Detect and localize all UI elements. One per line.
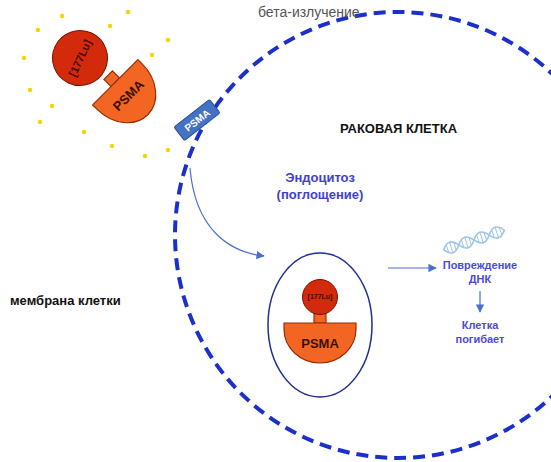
ligand-body	[93, 60, 171, 138]
outcome-label: Клетка погибает	[445, 318, 515, 347]
dna-rung	[477, 235, 479, 243]
beta-dot	[50, 104, 54, 108]
cell-membrane	[173, 10, 551, 460]
linker-stem	[314, 313, 326, 323]
dna-rung	[454, 242, 456, 250]
dna-rung	[480, 232, 484, 243]
beta-dot	[110, 144, 114, 148]
dna-rung	[446, 245, 448, 253]
dna-rung	[465, 237, 469, 248]
membrane-label: мембрана клетки	[10, 293, 170, 310]
dna-rung	[449, 242, 453, 253]
membrane-outline	[175, 12, 551, 458]
node-label: РАКОВАЯ КЛЕТКА	[340, 122, 457, 136]
dna-rung	[499, 228, 501, 236]
beta-dot	[38, 120, 42, 124]
beta-dot	[166, 148, 170, 152]
beta-dot	[22, 56, 26, 60]
endosome-vesicle	[268, 253, 372, 397]
beta-dot	[82, 130, 86, 134]
dna-rung	[461, 240, 463, 248]
dna-rung	[492, 230, 494, 238]
dna-rung	[495, 227, 499, 238]
node-label: PSMA	[182, 107, 212, 133]
node-label: [177Lu]	[66, 38, 93, 79]
endocytosis-arrow	[190, 168, 264, 256]
ligand-body	[284, 323, 356, 363]
dna-strand	[442, 225, 506, 255]
beta-dot	[60, 14, 64, 18]
dna-rung	[469, 237, 471, 245]
process-label: Эндоцитоз (поглощение)	[265, 170, 375, 204]
radiation-label: бета-излучение	[258, 3, 418, 21]
damage-arrow	[388, 267, 436, 268]
dna-helix	[442, 224, 507, 255]
beta-dot	[28, 88, 32, 92]
beta-dot	[126, 10, 130, 14]
dna-rung	[484, 232, 486, 240]
node-label: [177Lu]	[308, 293, 333, 301]
node-label: PSMA	[284, 337, 356, 351]
beta-particles	[22, 10, 170, 158]
cancer-cell: РАКОВАЯ КЛЕТКА [177Lu] PSMA	[173, 10, 551, 460]
death-arrow	[479, 291, 480, 312]
beta-dot	[108, 24, 112, 28]
dna-rungs	[446, 226, 503, 255]
psma-ligand-shape: PSMA	[284, 313, 356, 363]
beta-dot	[166, 38, 170, 42]
beta-dot	[143, 154, 147, 158]
isotope-circle: [177Lu]	[302, 279, 338, 315]
beta-dot	[150, 53, 154, 57]
effect-label: Повреждение ДНК	[435, 258, 525, 287]
isotope-circle: [177Lu]	[43, 21, 117, 95]
dna-strand	[442, 225, 506, 255]
beta-dot	[36, 28, 40, 32]
